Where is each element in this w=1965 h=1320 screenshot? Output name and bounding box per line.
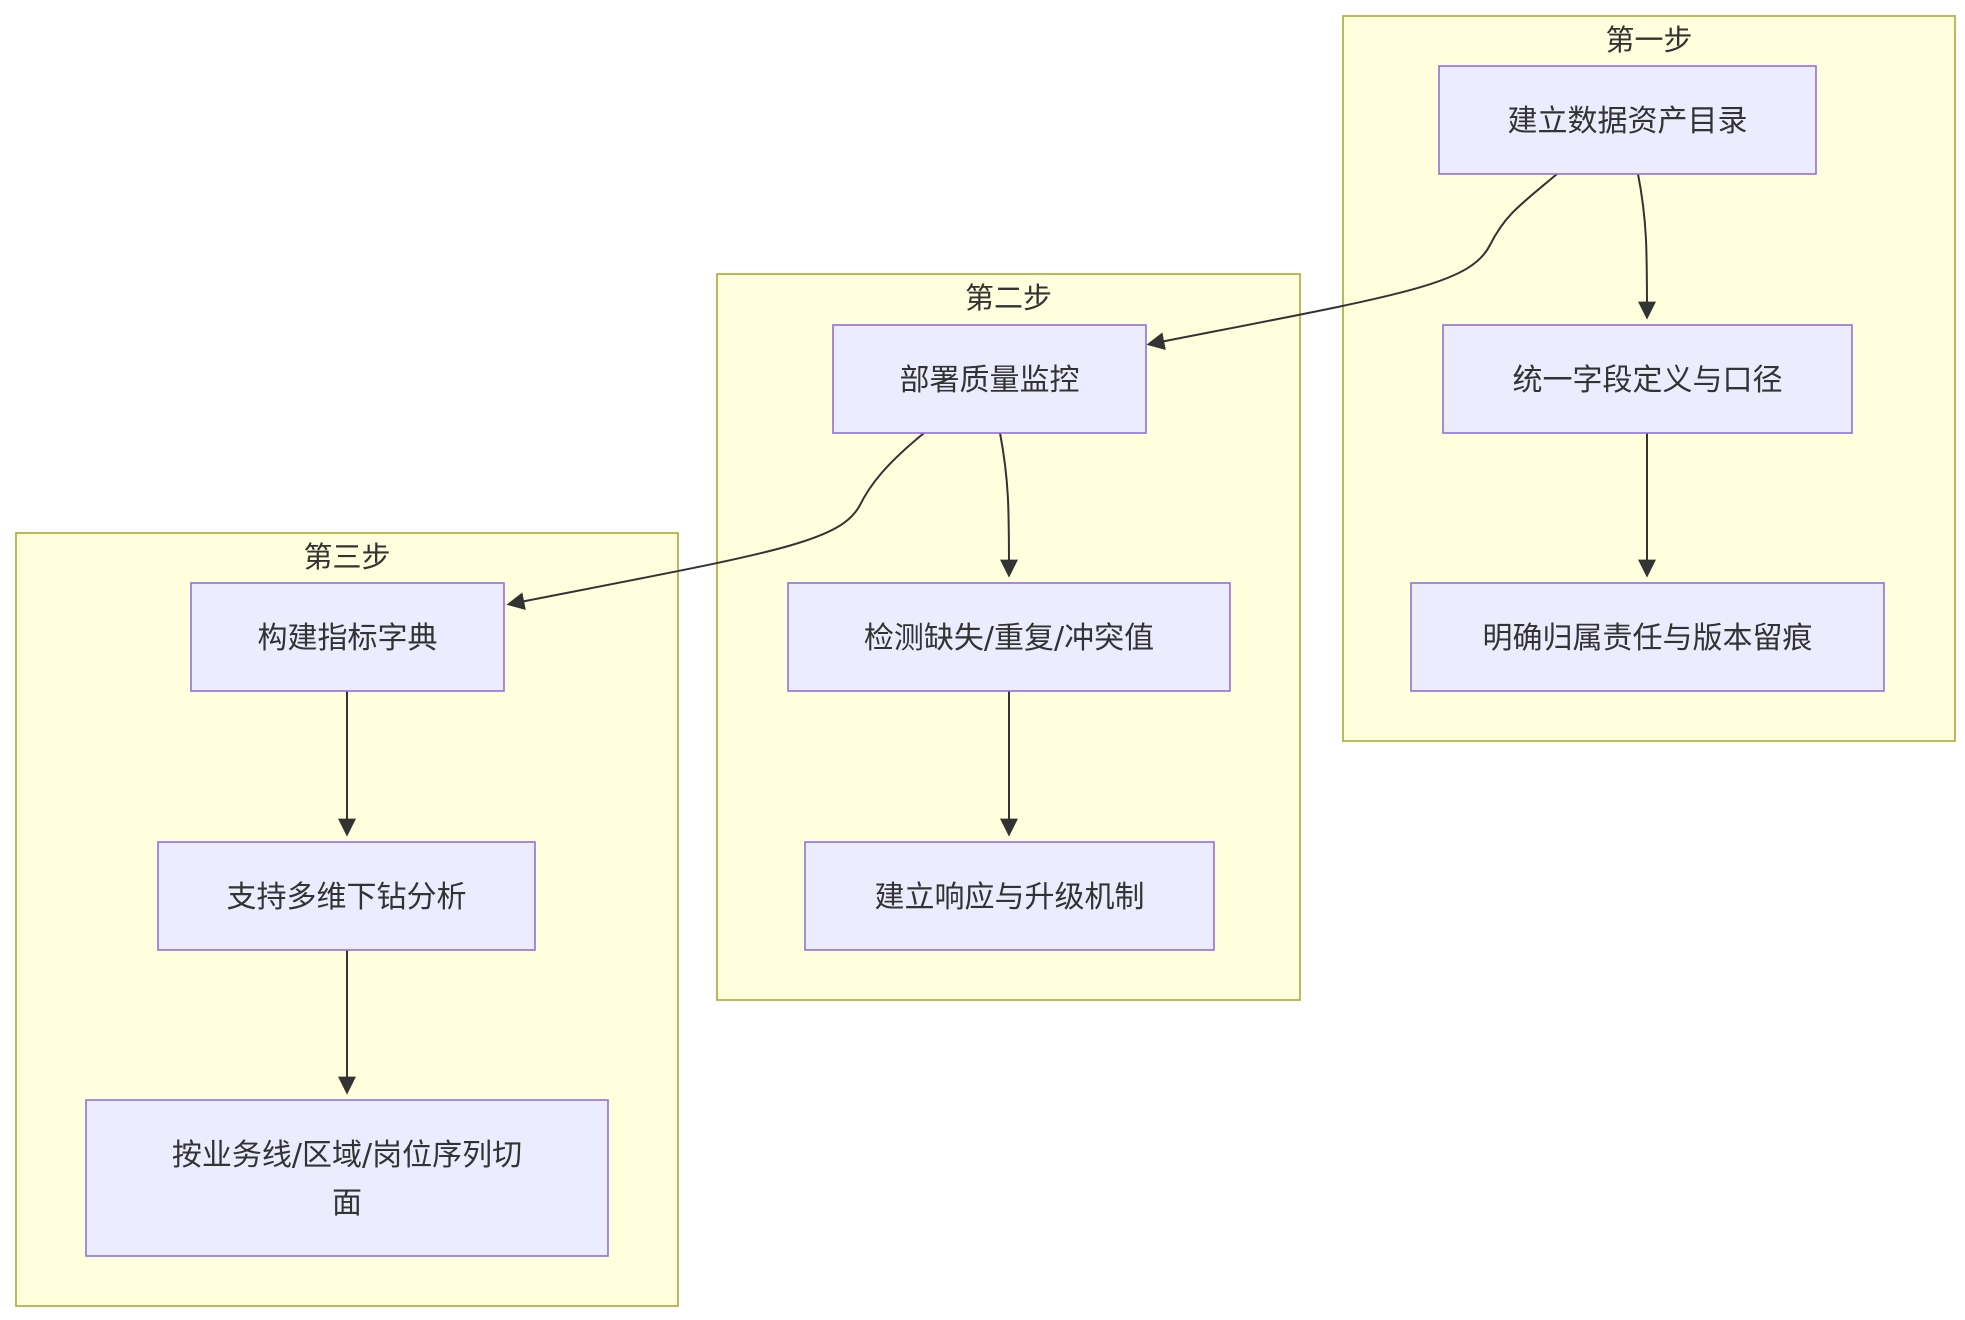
node-label: 建立数据资产目录 [1508,104,1748,139]
edge-n1-to-n4 [1146,173,1558,351]
node-box[interactable] [832,324,1147,434]
node-box[interactable] [804,841,1215,951]
node-label: 明确归属责任与版本留痕 [1483,621,1813,656]
node-box[interactable] [787,582,1231,692]
node-box[interactable] [1442,324,1853,434]
node-n5[interactable]: 检测缺失/重复/冲突值 [787,582,1231,692]
node-label: 统一字段定义与口径 [1513,363,1783,398]
node-box[interactable] [85,1099,609,1257]
node-label: 支持多维下钻分析 [227,880,467,915]
cluster-title: 第三步 [303,540,390,574]
edge-n1-to-n2 [1637,173,1656,320]
node-n2[interactable]: 统一字段定义与口径 [1442,324,1853,434]
cluster-title: 第二步 [965,281,1052,315]
cluster-title: 第一步 [1605,23,1692,57]
node-box[interactable] [157,841,536,951]
node-n4[interactable]: 部署质量监控 [832,324,1147,434]
node-label: 建立响应与升级机制 [875,880,1145,915]
node-n6[interactable]: 建立响应与升级机制 [804,841,1215,951]
node-box[interactable] [1438,65,1817,175]
edges-layer [338,173,1656,1095]
node-box[interactable] [1410,582,1885,692]
node-label: 构建指标字典 [258,621,438,656]
node-label: 检测缺失/重复/冲突值 [864,621,1154,656]
node-n3[interactable]: 明确归属责任与版本留痕 [1410,582,1885,692]
node-label: 按业务线/区域/岗位序列切 [172,1138,522,1173]
edge-n4-to-n7 [506,432,925,611]
node-n8[interactable]: 支持多维下钻分析 [157,841,536,951]
node-label: 面 [332,1186,362,1221]
node-box[interactable] [190,582,505,692]
node-n1[interactable]: 建立数据资产目录 [1438,65,1817,175]
node-n7[interactable]: 构建指标字典 [190,582,505,692]
node-label: 部署质量监控 [900,363,1080,398]
edge-n4-to-n5 [999,432,1018,578]
